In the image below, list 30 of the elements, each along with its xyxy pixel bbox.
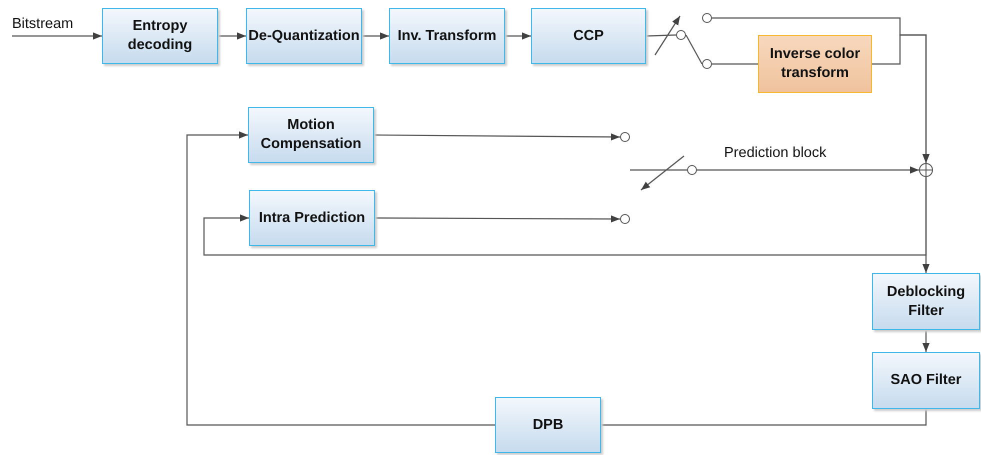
switch-contact xyxy=(702,13,712,23)
process-box: De-Quantization xyxy=(246,8,362,64)
process-box: Motion Compensation xyxy=(248,107,374,163)
process-box: Deblocking Filter xyxy=(872,273,980,330)
process-box: Entropy decoding xyxy=(102,8,218,64)
arrow xyxy=(374,133,620,141)
arrow xyxy=(697,166,919,174)
arrow xyxy=(186,131,495,426)
arrow xyxy=(922,330,930,352)
process-box: Inv. Transform xyxy=(389,8,505,64)
process-box: Intra Prediction xyxy=(249,190,375,246)
arrow xyxy=(505,32,531,40)
input-label: Bitstream xyxy=(12,12,92,36)
switch-contact xyxy=(702,59,712,69)
arrow xyxy=(12,32,102,40)
arrow xyxy=(203,177,927,256)
arrow xyxy=(375,215,620,223)
adder-circle xyxy=(919,163,933,177)
arrow xyxy=(872,34,930,163)
arrow xyxy=(218,32,246,40)
process-box: SAO Filter xyxy=(872,352,980,409)
process-box: DPB xyxy=(495,397,601,453)
arrow xyxy=(362,32,389,40)
switch-contact xyxy=(676,30,686,40)
transform-box: Inverse color transform xyxy=(758,35,872,93)
switch-contact xyxy=(687,165,697,175)
switch-contact xyxy=(620,132,630,142)
process-box: CCP xyxy=(531,8,646,64)
switch-blade xyxy=(685,34,703,64)
switch-contact xyxy=(620,214,630,224)
